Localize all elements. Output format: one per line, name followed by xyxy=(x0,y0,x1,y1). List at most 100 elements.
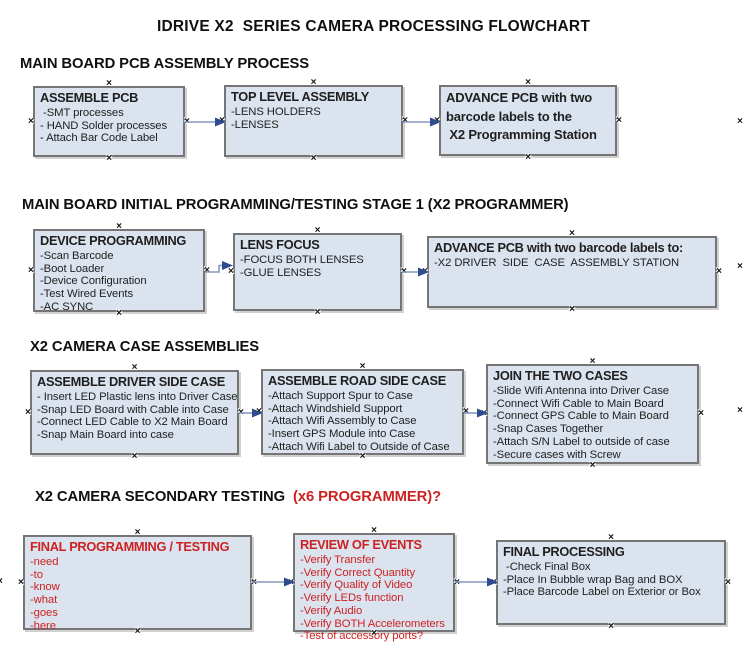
box-lens-focus[interactable]: LENS FOCUS -FOCUS BOTH LENSES-GLUE LENSE… xyxy=(228,226,407,318)
connection-anchor-icon: × xyxy=(106,153,112,164)
box-item: -need xyxy=(30,556,59,568)
connection-anchor-icon: × xyxy=(737,116,743,127)
flow-arrow-finalprog-to-review[interactable] xyxy=(252,575,295,589)
box-title: ADVANCE PCB with two barcode labels to: xyxy=(434,240,683,255)
box-items: -FOCUS BOTH LENSES-GLUE LENSES xyxy=(240,254,396,279)
box-final-programming-testing[interactable]: FINAL PROGRAMMING / TESTING -need-to-kno… xyxy=(18,528,257,637)
box-item: -to xyxy=(30,568,43,581)
box-assemble-driver-side-case[interactable]: ASSEMBLE DRIVER SIDE CASE - Insert LED P… xyxy=(25,363,244,462)
connection-anchor-icon: × xyxy=(310,153,317,164)
box-items: -SMT processes- HAND Solder processes- A… xyxy=(40,107,179,145)
flow-arrow-review-to-finalprocessing[interactable] xyxy=(455,575,498,589)
box-item: - HAND Solder processes xyxy=(40,119,168,132)
connection-anchor-icon: × xyxy=(359,361,366,372)
section-heading-initial-programming: MAIN BOARD INITIAL PROGRAMMING/TESTING S… xyxy=(22,197,569,213)
box-title: REVIEW OF EVENTS xyxy=(300,537,422,552)
box-item: -Scan Barcode xyxy=(40,250,114,262)
box-items: -Verify Transfer-Verify Correct Quantity… xyxy=(300,554,449,643)
flow-arrow-lensfocus-to-advance[interactable] xyxy=(402,265,429,279)
box-item: -Place Barcode Label on Exterior or Box xyxy=(503,586,701,599)
box-item: -Secure cases with Screw xyxy=(493,448,621,461)
box-item: -Verify Transfer xyxy=(300,554,375,566)
box-item: -Connect LED Cable to X2 Main Board xyxy=(37,416,228,429)
box-item: -LENS HOLDERS xyxy=(231,106,321,118)
section-heading-black-part: X2 CAMERA SECONDARY TESTING xyxy=(35,489,289,505)
box-device-programming[interactable]: DEVICE PROGRAMMING -Scan Barcode-Boot Lo… xyxy=(28,222,210,319)
box-item: -Attach Wifi Assembly to Case xyxy=(268,415,417,428)
connection-anchor-icon: × xyxy=(608,532,614,543)
box-item: -Attach Wifi Label to Outside of Case xyxy=(268,440,450,453)
box-item: -Snap Cases Together xyxy=(493,423,604,436)
box-join-the-two-cases[interactable]: JOIN THE TWO CASES -Slide Wifi Antenna i… xyxy=(481,357,704,471)
arrow-graphic xyxy=(252,577,295,587)
box-item: -Snap LED Board with Cable into Case xyxy=(37,403,229,416)
box-item: -FOCUS BOTH LENSES xyxy=(240,254,364,266)
box-item: -Insert GPS Module into Case xyxy=(268,428,416,441)
arrow-graphic xyxy=(464,408,488,418)
connection-anchor-icon: × xyxy=(18,576,24,588)
box-item: -Place In Bubble wrap Bag and BOX xyxy=(503,573,683,586)
connection-anchor-icon: × xyxy=(134,527,141,538)
box-item: -GLUE LENSES xyxy=(240,266,322,279)
box-items: - Insert LED Plastic lens into Driver Ca… xyxy=(37,391,238,442)
arrow-graphic xyxy=(403,117,441,127)
box-title: FINAL PROCESSING xyxy=(503,544,625,559)
section-heading-secondary-testing: X2 CAMERA SECONDARY TESTING (x6 PROGRAMM… xyxy=(35,489,441,505)
arrow-graphic xyxy=(205,261,233,273)
box-item: -SMT processes xyxy=(40,107,124,119)
box-items: -Attach Support Spur to Case-Attach Wind… xyxy=(268,390,458,454)
box-assemble-road-side-case[interactable]: ASSEMBLE ROAD SIDE CASE -Attach Support … xyxy=(256,362,469,462)
box-item: -Test of accessory ports? xyxy=(300,630,424,643)
flow-arrow-driverside-to-roadside[interactable] xyxy=(239,406,263,420)
box-review-of-events[interactable]: REVIEW OF EVENTS -Verify Transfer-Verify… xyxy=(288,526,460,643)
box-advance-pcb-to-case-assembly[interactable]: ADVANCE PCB with two barcode labels to: … xyxy=(422,229,722,315)
connection-anchor-icon: × xyxy=(569,304,575,315)
box-assemble-pcb[interactable]: ASSEMBLE PCB -SMT processes- HAND Solder… xyxy=(28,79,190,164)
box-item: -goes xyxy=(30,606,58,619)
arrow-graphic xyxy=(239,408,263,418)
box-item: -Connect GPS Cable to Main Board xyxy=(493,410,669,423)
connection-anchor-icon: × xyxy=(737,261,743,272)
box-item: -Slide Wifi Antenna into Driver Case xyxy=(493,385,669,397)
box-title: TOP LEVEL ASSEMBLY xyxy=(231,89,370,104)
box-items: -Scan Barcode-Boot Loader-Device Configu… xyxy=(40,250,199,314)
flow-arrow-deviceprog-to-lensfocus[interactable] xyxy=(205,259,233,277)
connection-anchor-icon: × xyxy=(589,460,596,471)
connection-anchor-icon: × xyxy=(698,408,704,419)
box-item: -AC SYNC xyxy=(40,300,94,313)
box-item: -Attach Support Spur to Case xyxy=(268,390,413,402)
page-title: IDRIVE X2 SERIES CAMERA PROCESSING FLOWC… xyxy=(157,18,590,35)
box-items: -LENS HOLDERS-LENSES xyxy=(231,106,397,131)
box-final-processing[interactable]: FINAL PROCESSING -Check Final Box-Place … xyxy=(491,533,731,632)
flow-arrow-assemble-to-toplevel[interactable] xyxy=(185,115,226,129)
box-item: -know xyxy=(30,581,60,594)
connection-anchor-icon: × xyxy=(725,576,731,588)
section-heading-case-assemblies: X2 CAMERA CASE ASSEMBLIES xyxy=(30,339,260,355)
connection-anchor-icon: × xyxy=(28,264,34,276)
connection-anchor-icon: × xyxy=(314,307,321,318)
box-item: -X2 DRIVER SIDE CASE ASSEMBLY STATION xyxy=(434,257,680,269)
box-title: FINAL PROGRAMMING / TESTING xyxy=(30,539,230,554)
box-item: -Device Configuration xyxy=(40,275,147,288)
box-item: -Attach S/N Label to outside of case xyxy=(493,435,670,448)
flow-arrow-roadside-to-join[interactable] xyxy=(464,406,488,420)
arrow-graphic xyxy=(185,117,226,127)
flow-arrow-toplevel-to-advance[interactable] xyxy=(403,115,441,129)
connection-anchor-icon: × xyxy=(716,266,722,277)
box-items: -Slide Wifi Antenna into Driver Case -Con… xyxy=(493,385,693,461)
box-item: -Test Wired Events xyxy=(40,288,133,301)
arrow-graphic xyxy=(455,577,498,587)
box-top-level-assembly[interactable]: TOP LEVEL ASSEMBLY -LENS HOLDERS-LENSES … xyxy=(219,78,408,164)
connection-anchor-icon: × xyxy=(310,77,317,88)
connection-anchor-icon: × xyxy=(569,228,575,239)
box-item: ADVANCE PCB with two xyxy=(446,90,592,105)
section-heading-pcb-assembly: MAIN BOARD PCB ASSEMBLY PROCESS xyxy=(20,56,310,72)
connection-anchor-icon: × xyxy=(525,152,531,163)
connection-anchor-icon: × xyxy=(131,451,138,462)
box-item: -Verify Correct Quantity xyxy=(300,566,415,579)
connection-anchor-icon: × xyxy=(371,525,377,536)
connection-anchor-icon: × xyxy=(314,225,321,236)
